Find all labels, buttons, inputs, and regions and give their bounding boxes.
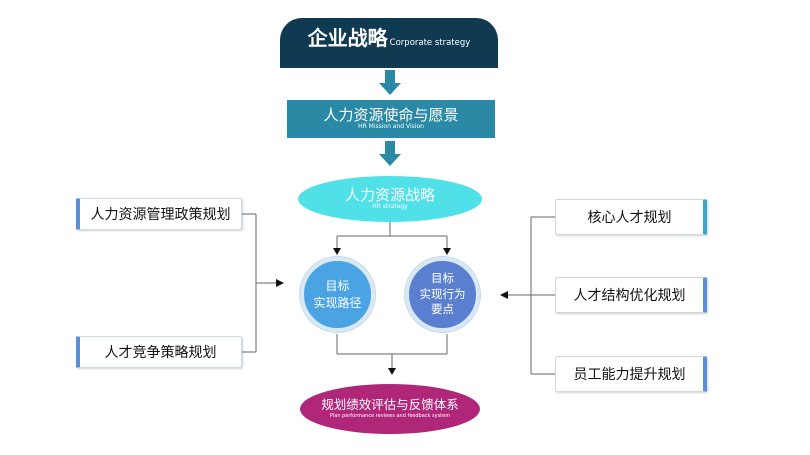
corporate-strategy-subtitle: Corporate strategy [389, 38, 471, 48]
arrowhead-right-bracket [500, 291, 508, 299]
goal-behavior-line1: 目标 [431, 271, 454, 286]
arrowhead-bottom [388, 368, 396, 375]
talent-competition-planning-box: 人才竞争策略规划 [76, 336, 242, 368]
hr-strategy-subtitle: HR strategy [372, 203, 408, 211]
employee-capability-planning-box: 员工能力提升规划 [555, 356, 707, 392]
down-arrow-2 [379, 141, 401, 166]
hr-policy-planning-box: 人力资源管理政策规划 [76, 198, 242, 230]
corporate-strategy-title: 企业战略 [307, 26, 388, 50]
arrowhead-left-bracket [276, 279, 284, 287]
corporate-strategy-node: 企业战略 Corporate strategy [280, 18, 498, 68]
goal-path-line2: 实现路径 [313, 295, 362, 310]
talent-structure-planning-box: 人才结构优化规划 [555, 277, 707, 313]
performance-feedback-subtitle: Plan performance reviews and feedback sy… [329, 412, 451, 419]
goal-behavior-line3: 要点 [431, 302, 454, 317]
hr-mission-subtitle: HR Mission and Vision [358, 123, 424, 131]
arrowhead-left-circle [333, 248, 341, 255]
goal-behavior-line2: 实现行为 [419, 286, 466, 301]
arrowhead-right-circle [443, 248, 451, 255]
goal-path-line1: 目标 [325, 279, 350, 294]
goal-path-circle: 目标 实现路径 [300, 257, 375, 332]
performance-feedback-node: 规划绩效评估与反馈体系 Plan performance reviews and… [300, 384, 480, 434]
core-talent-planning-box: 核心人才规划 [555, 199, 707, 235]
hr-strategy-node: 人力资源战略 HR strategy [298, 176, 482, 222]
hr-mission-title: 人力资源使命与愿景 [323, 105, 459, 124]
hr-strategy-title: 人力资源战略 [344, 185, 435, 204]
hr-mission-node: 人力资源使命与愿景 HR Mission and Vision [287, 100, 495, 138]
goal-behavior-circle: 目标 实现行为 要点 [405, 257, 480, 332]
performance-feedback-title: 规划绩效评估与反馈体系 [321, 397, 459, 413]
down-arrow-1 [379, 70, 401, 95]
